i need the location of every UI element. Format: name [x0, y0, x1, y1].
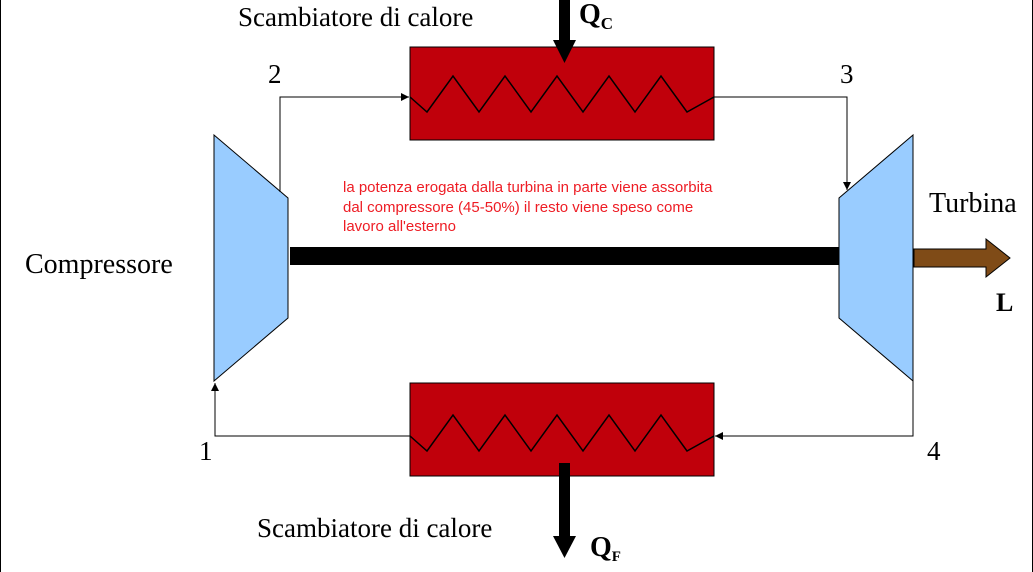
compressor-label: Compressore	[25, 249, 173, 280]
node-label-2: 2	[268, 59, 282, 89]
note-line-1: la potenza erogata dalla turbina in part…	[343, 179, 713, 196]
heat-output-symbol: Q	[590, 532, 612, 563]
work-output-arrow	[913, 237, 1011, 279]
heat-output-subscript: F	[612, 549, 621, 565]
heat-input-symbol: Q	[579, 0, 601, 30]
flow-line-3	[714, 96, 851, 190]
heat-input-arrow-head	[553, 40, 576, 63]
node-label-3: 3	[840, 59, 854, 89]
heat-exchanger-top-coil	[409, 74, 715, 114]
compressor	[213, 133, 289, 383]
heat-exchanger-bottom	[409, 382, 715, 477]
note-line-2: dal compressore (45-50%) il resto viene …	[343, 199, 693, 216]
heat-exchanger-bottom-label: Scambiatore di calore	[257, 513, 492, 543]
turbine-label: Turbina	[929, 188, 1017, 219]
heat-input-subscript: C	[601, 14, 613, 33]
heat-input-label: QC	[579, 0, 613, 33]
heat-output-label: QF	[590, 532, 621, 565]
flow-line-4	[715, 381, 914, 440]
flow-line-1	[211, 383, 410, 437]
shaft	[290, 247, 839, 265]
flow-line-2	[279, 93, 409, 192]
heat-exchanger-bottom-coil	[409, 413, 715, 453]
turbine	[838, 133, 914, 383]
heat-exchanger-top	[409, 46, 715, 141]
heat-output-arrow-shaft	[559, 463, 570, 539]
heat-output-arrow-head	[553, 536, 576, 558]
node-label-4: 4	[927, 436, 941, 466]
heat-exchanger-top-label: Scambiatore di calore	[238, 2, 473, 32]
note-line-3: lavoro all'esterno	[343, 218, 456, 235]
work-label: L	[996, 288, 1013, 317]
node-label-1: 1	[199, 436, 213, 466]
heat-input-arrow-shaft	[559, 0, 570, 45]
